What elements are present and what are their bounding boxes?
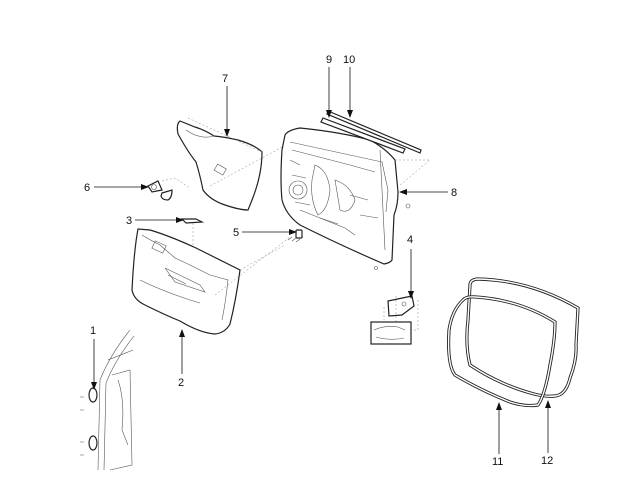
callout-label-3: 3 [126,215,132,227]
part-8-door-frame [280,127,431,270]
callout-label-1: 1 [90,325,96,337]
part-2-door-trim [131,228,291,335]
part-12-body-seal [465,277,580,398]
callout-2: 2 [178,329,185,389]
callout-label-4: 4 [407,234,413,246]
callout-3: 3 [126,215,184,227]
callout-5: 5 [233,227,297,239]
callout-label-7: 7 [222,73,228,85]
callout-label-11: 11 [492,456,503,468]
callout-1: 1 [90,325,97,390]
part-9-inner-weatherstrip [320,117,406,154]
callout-4: 4 [407,234,414,299]
callout-label-9: 9 [326,54,332,66]
callout-10: 10 [343,54,355,118]
callout-label-2: 2 [178,377,184,389]
callout-label-10: 10 [343,54,355,66]
part-11-door-seal [447,295,557,408]
callout-label-6: 6 [84,182,90,194]
callout-12: 12 [541,400,553,467]
part-7-insulation-pad [176,117,287,211]
callout-8: 8 [399,187,457,199]
callout-11: 11 [492,402,503,468]
callout-7: 7 [222,73,230,137]
part-4-latch-assembly [370,295,419,345]
callout-6: 6 [84,182,149,194]
part-6-brackets [147,177,191,201]
callout-label-8: 8 [451,187,457,199]
part-1-hinges-on-body [80,329,135,471]
callout-9: 9 [326,54,332,118]
callout-label-5: 5 [233,227,239,239]
callout-label-12: 12 [541,455,553,467]
